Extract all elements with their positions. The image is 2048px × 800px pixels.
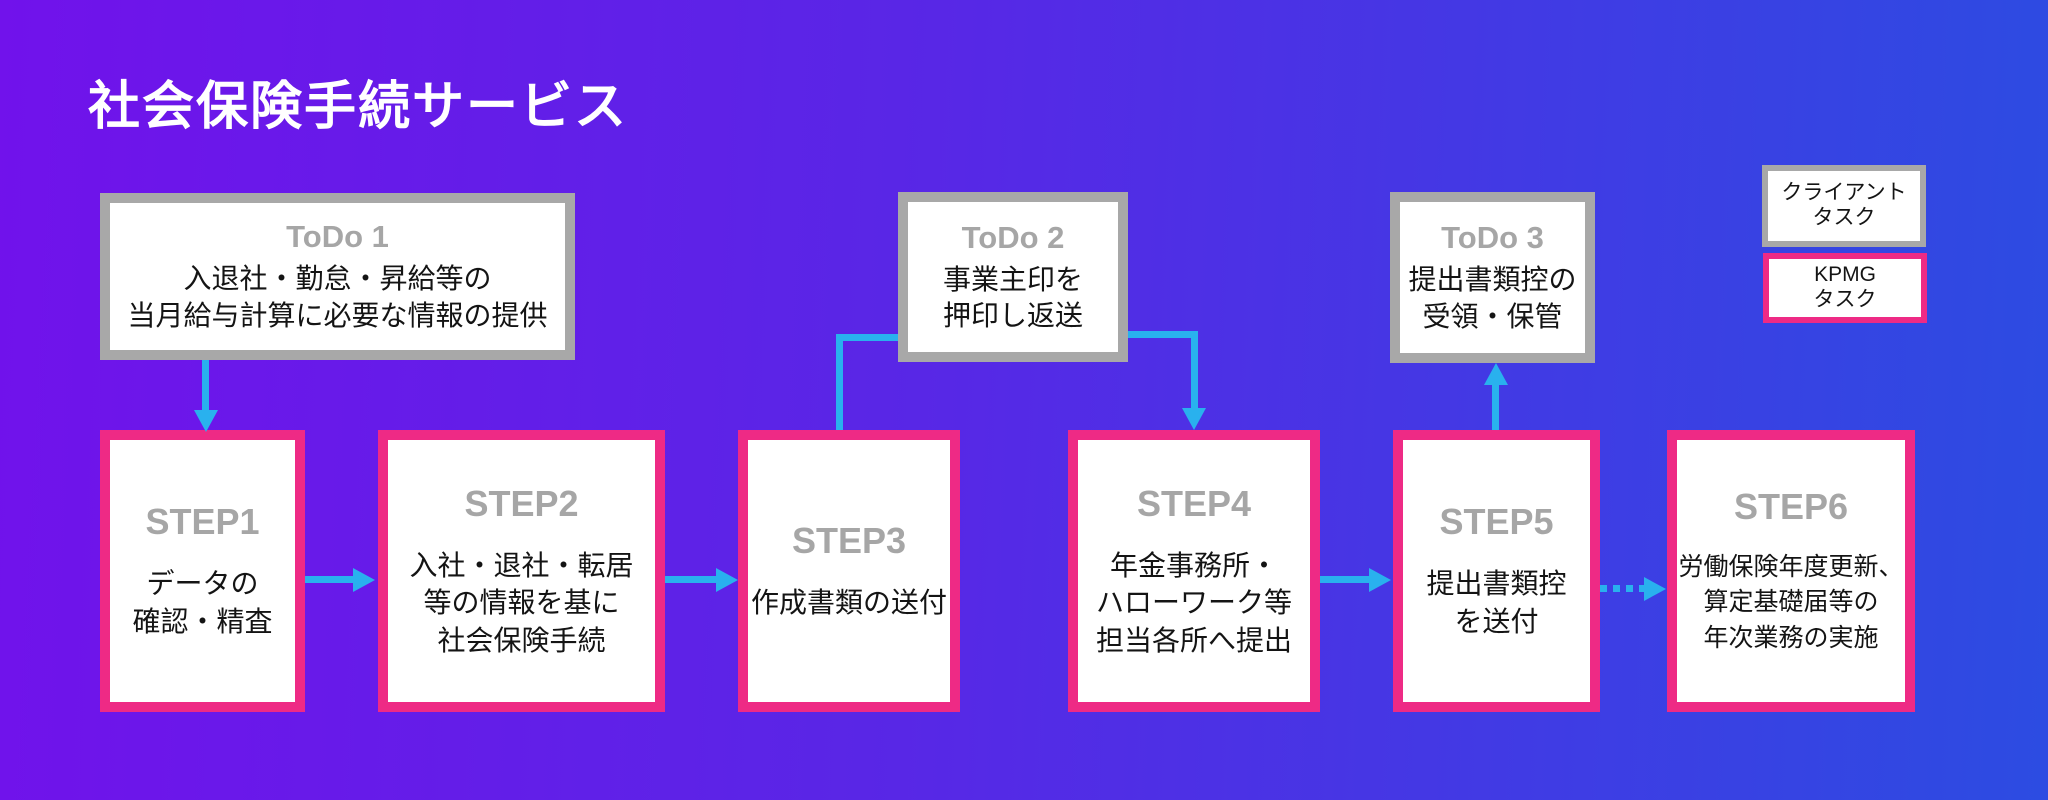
step2-title: STEP2	[464, 482, 579, 524]
todo3-body: 提出書類控の 受領・保管	[1408, 262, 1576, 335]
todo1-title: ToDo 1	[286, 219, 389, 255]
arrow-step5-to-todo3-line	[1492, 383, 1499, 430]
arrow-todo2-to-step4-hline	[1128, 331, 1195, 338]
step6-body: 労働保険年度更新、 算定基礎届等の 年次業務の実施	[1678, 550, 1903, 657]
body-line: ハローワーク等	[1095, 587, 1292, 619]
legend-line: タスク	[1813, 288, 1877, 311]
body-line: 当月給与計算に必要な情報の提供	[127, 299, 548, 331]
arrow-step4-to-step5-line	[1320, 576, 1371, 583]
step5-box: STEP5 提出書類控 を送付	[1393, 430, 1600, 712]
step3-body: 作成書類の送付	[751, 584, 947, 622]
body-line: 作成書類の送付	[750, 587, 947, 619]
legend-line: KPMG	[1814, 263, 1876, 287]
arrow-step5-to-step6-dotted-line	[1600, 585, 1645, 592]
body-line: 社会保険手続	[437, 624, 606, 656]
body-line: データの	[146, 568, 259, 600]
todo2-title: ToDo 2	[961, 219, 1065, 255]
step6-title: STEP6	[1733, 485, 1849, 527]
body-line: を送付	[1454, 606, 1539, 637]
todo3-box: ToDo 3 提出書類控の 受領・保管	[1390, 192, 1595, 363]
body-line: 提出書類控の	[1408, 264, 1577, 296]
arrow-step1-to-step2-line	[305, 576, 355, 583]
arrow-step2-to-step3-head	[716, 568, 738, 592]
arrow-step1-to-step2-head	[353, 568, 375, 592]
arrow-todo1-to-step1-line	[202, 360, 209, 412]
step4-body: 年金事務所・ ハローワーク等 担当各所へ提出	[1096, 547, 1292, 660]
step1-body: データの 確認・精査	[132, 565, 272, 640]
legend-client-task: クライアント タスク	[1762, 165, 1926, 247]
body-line: 入退社・勤怠・昇給等の	[183, 263, 492, 295]
legend-line: クライアント	[1781, 181, 1907, 205]
step3-box: STEP3 作成書類の送付	[738, 430, 960, 712]
body-line: 等の情報を基に	[423, 587, 620, 619]
body-line: 年金事務所・	[1109, 549, 1278, 581]
step5-body: 提出書類控 を送付	[1426, 565, 1566, 640]
arrow-step4-to-step5-head	[1369, 568, 1391, 592]
page-title: 社会保険手続サービス	[88, 78, 629, 136]
todo1-body: 入退社・勤怠・昇給等の 当月給与計算に必要な情報の提供	[127, 261, 547, 334]
body-line: 受領・保管	[1422, 300, 1563, 332]
arrow-step3-to-todo2-hline	[836, 334, 898, 341]
arrow-step2-to-step3-line	[665, 576, 718, 583]
body-line: 算定基礎届等の	[1703, 588, 1879, 617]
step2-body: 入社・退社・転居 等の情報を基に 社会保険手続	[409, 547, 633, 660]
arrow-todo2-to-step4-head	[1182, 408, 1206, 430]
body-line: 年次業務の実施	[1703, 623, 1879, 652]
arrow-step3-to-todo2-vline	[836, 334, 843, 430]
body-line: 提出書類控	[1426, 568, 1567, 600]
arrow-todo2-to-step4-vline	[1191, 331, 1198, 410]
body-line: 事業主印を	[942, 263, 1083, 295]
step4-box: STEP4 年金事務所・ ハローワーク等 担当各所へ提出	[1068, 430, 1320, 712]
todo1-box: ToDo 1 入退社・勤怠・昇給等の 当月給与計算に必要な情報の提供	[100, 193, 575, 360]
todo3-title: ToDo 3	[1441, 220, 1544, 256]
step1-title: STEP1	[145, 501, 260, 543]
arrow-todo1-to-step1-head	[194, 410, 218, 432]
step5-title: STEP5	[1439, 501, 1554, 543]
arrow-step5-to-todo3-head	[1484, 363, 1508, 385]
legend-kpmg-task: KPMG タスク	[1763, 253, 1927, 323]
todo2-body: 事業主印を 押印し返送	[943, 262, 1083, 335]
step4-title: STEP4	[1136, 482, 1252, 524]
step6-box: STEP6 労働保険年度更新、 算定基礎届等の 年次業務の実施	[1667, 430, 1915, 712]
body-line: 押印し返送	[942, 300, 1083, 331]
step1-box: STEP1 データの 確認・精査	[100, 430, 305, 712]
step3-title: STEP3	[791, 520, 907, 562]
body-line: 労働保険年度更新、	[1678, 552, 1904, 581]
body-line: 確認・精査	[132, 606, 273, 637]
body-line: 担当各所へ提出	[1095, 624, 1292, 656]
body-line: 入社・退社・転居	[409, 549, 634, 581]
step2-box: STEP2 入社・退社・転居 等の情報を基に 社会保険手続	[378, 430, 665, 712]
arrow-step5-to-step6-head	[1644, 577, 1666, 601]
legend-line: タスク	[1812, 206, 1876, 229]
todo2-box: ToDo 2 事業主印を 押印し返送	[898, 192, 1128, 362]
